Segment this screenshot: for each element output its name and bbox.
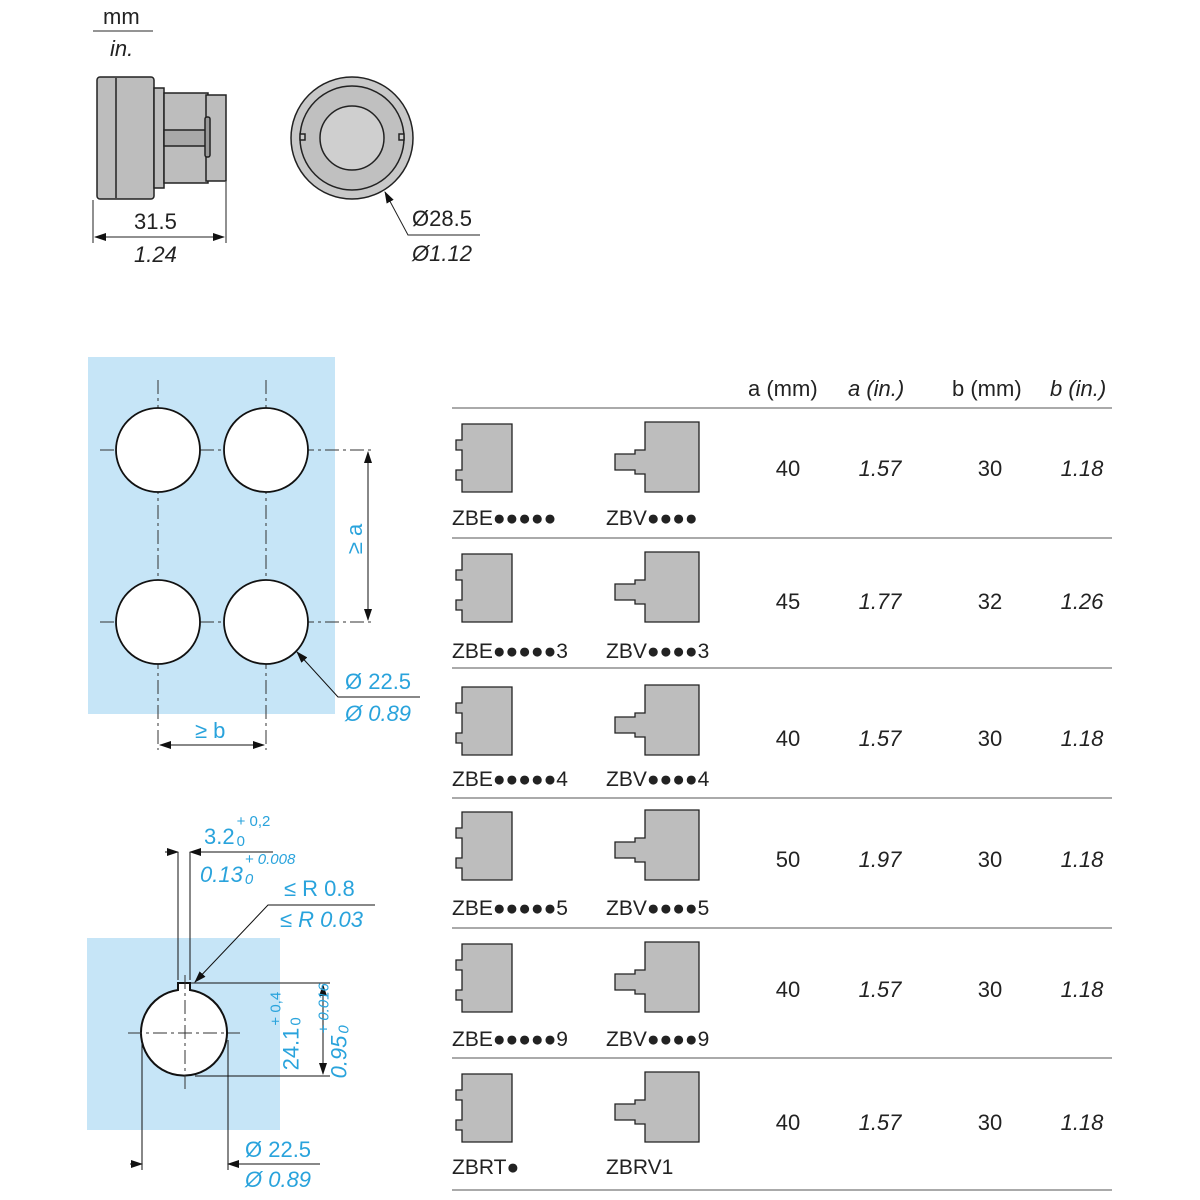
light-block-icon	[614, 809, 700, 881]
contact-block-icon	[455, 553, 513, 623]
light-block-ref: ZBV●●●●3	[606, 640, 710, 663]
contact-block-icon	[455, 686, 513, 756]
cutout-diagram	[87, 848, 375, 1170]
contact-block-ref: ZBE●●●●●9	[452, 1028, 568, 1051]
light-block-icon	[614, 941, 700, 1013]
contact-block-icon	[455, 423, 513, 493]
cell-b-mm: 30	[977, 847, 1003, 872]
cell-b-mm: 30	[977, 977, 1003, 1002]
light-block-ref: ZBV●●●●5	[606, 897, 710, 920]
panel-layout-diagram	[88, 357, 420, 750]
hole-in: Ø 0.89	[345, 701, 412, 726]
diameter-mm: Ø28.5	[412, 206, 472, 231]
light-block-ref: ZBV●●●●4	[606, 768, 710, 791]
cell-a-mm: 40	[775, 726, 801, 751]
cell-b-mm: 30	[977, 1110, 1003, 1135]
table-lines	[452, 407, 1112, 1191]
cell-b-in: 1.18	[1060, 1110, 1104, 1135]
cell-a-mm: 40	[775, 456, 801, 481]
cutout-hole-in: Ø 0.89	[245, 1167, 312, 1192]
light-block-icon	[614, 421, 700, 493]
spacing-a-label: ≥ a	[342, 523, 368, 555]
contact-block-ref: ZBE●●●●●3	[452, 640, 568, 663]
pushbutton-front-view	[290, 76, 414, 200]
cutout-hole-mm: Ø 22.5	[245, 1137, 312, 1162]
cell-a-mm: 45	[775, 589, 801, 614]
cell-a-in: 1.57	[858, 456, 902, 481]
contact-block-icons	[455, 421, 700, 1143]
cell-b-mm: 30	[977, 726, 1003, 751]
header-a-mm: a (mm)	[748, 376, 818, 401]
cell-b-in: 1.18	[1060, 977, 1104, 1002]
cell-a-mm: 40	[775, 977, 801, 1002]
cell-b-in: 1.18	[1060, 456, 1104, 481]
header-b-mm: b (mm)	[952, 376, 1022, 401]
contact-block-icon	[455, 811, 513, 881]
contact-block-ref: ZBRT●	[452, 1156, 520, 1179]
light-block-ref: ZBV●●●●9	[606, 1028, 710, 1051]
cell-b-in: 1.26	[1060, 589, 1104, 614]
contact-block-icon	[455, 1073, 513, 1143]
cell-b-in: 1.18	[1060, 847, 1104, 872]
light-block-icon	[614, 684, 700, 756]
cell-a-in: 1.77	[858, 589, 902, 614]
cell-b-mm: 30	[977, 456, 1003, 481]
light-block-icon	[614, 551, 700, 623]
radius-mm: ≤ R 0.8	[284, 876, 355, 901]
length-mm: 31.5	[134, 209, 177, 234]
contact-block-ref: ZBE●●●●●5	[452, 897, 568, 920]
cell-a-mm: 40	[775, 1110, 801, 1135]
cell-a-in: 1.97	[858, 847, 902, 872]
diameter-in: Ø1.12	[412, 241, 472, 266]
cell-a-in: 1.57	[858, 726, 902, 751]
spacing-b-label: ≥ b	[195, 718, 226, 743]
unit-in: in.	[110, 36, 134, 61]
contact-block-ref: ZBE●●●●●4	[452, 768, 568, 791]
cell-a-in: 1.57	[858, 1110, 902, 1135]
length-in: 1.24	[134, 242, 177, 267]
cell-a-in: 1.57	[858, 977, 902, 1002]
contact-block-icon	[455, 943, 513, 1013]
cell-a-mm: 50	[775, 847, 801, 872]
hole-mm: Ø 22.5	[345, 669, 412, 694]
header-b-in: b (in.)	[1050, 376, 1107, 401]
radius-in: ≤ R 0.03	[280, 907, 364, 932]
pushbutton-side-view	[96, 76, 227, 200]
cell-b-in: 1.18	[1060, 726, 1104, 751]
light-block-ref: ZBRV1	[606, 1156, 674, 1179]
light-block-icon	[614, 1071, 700, 1143]
light-block-ref: ZBV●●●●	[606, 507, 698, 530]
cell-b-mm: 32	[977, 589, 1003, 614]
unit-mm: mm	[103, 4, 140, 29]
header-a-in: a (in.)	[848, 376, 905, 401]
contact-block-ref: ZBE●●●●●	[452, 507, 557, 530]
